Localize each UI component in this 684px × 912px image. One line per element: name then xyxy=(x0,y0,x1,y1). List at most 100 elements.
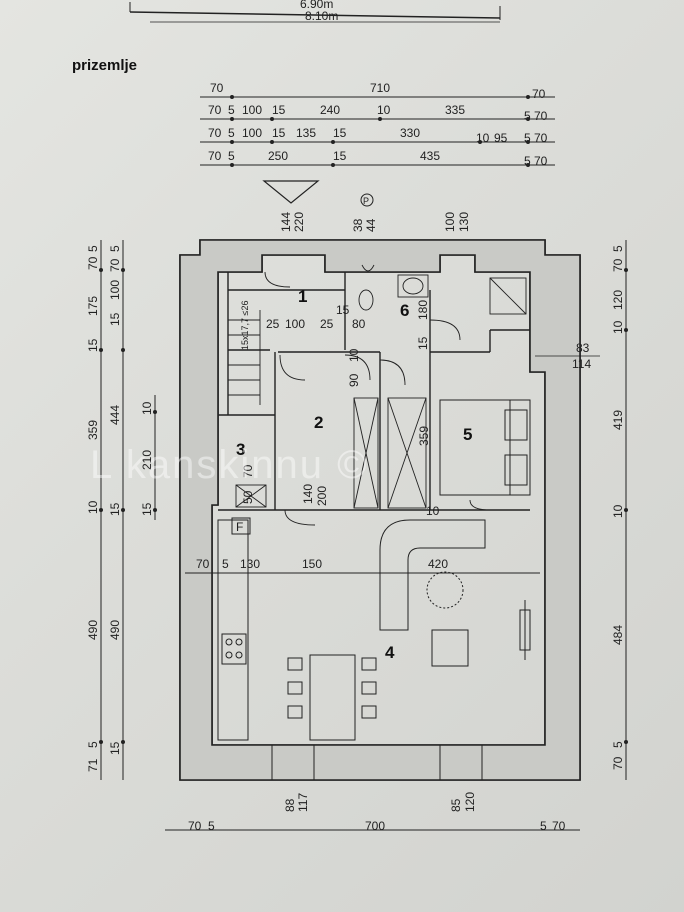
dim-lo-0: 5 xyxy=(86,245,100,252)
dim-hall-10: 10 xyxy=(347,348,361,362)
dim-win3-a: 100 xyxy=(443,212,457,232)
wall-fill xyxy=(180,240,580,780)
room-6-label: 6 xyxy=(400,301,409,320)
title-block-fragment: 6.90m 8.10m xyxy=(129,0,501,23)
room-3-label: 3 xyxy=(236,440,245,459)
dim-top-r3-10: 70 xyxy=(534,131,548,145)
dim-le-1: 210 xyxy=(140,450,154,470)
entrance-arrow-icon xyxy=(262,180,320,204)
dim-top-r3-0: 70 xyxy=(208,126,222,140)
dim-lo-1: 70 xyxy=(86,256,100,270)
dim-top-r1-1: 710 xyxy=(370,81,390,95)
dim-row-a-3: 15 xyxy=(336,303,350,317)
dim-690: 6.90m xyxy=(300,0,333,11)
dim-win3-b: 130 xyxy=(457,212,471,232)
watermark: L kanskinnu © xyxy=(90,443,369,487)
dim-row-a-2: 25 xyxy=(320,317,334,331)
bathroom-fixtures xyxy=(358,264,527,315)
dim-liv-150: 150 xyxy=(302,557,322,571)
dim-bot-0: 70 xyxy=(188,819,202,833)
dim-top-r2-2: 100 xyxy=(242,103,262,117)
fridge-label: F xyxy=(236,520,243,534)
dim-bed-359: 359 xyxy=(417,426,431,446)
dim-top-r3-8: 95 xyxy=(494,131,508,145)
dim-li-6: 490 xyxy=(108,620,122,640)
dim-top-r4-5: 5 xyxy=(524,154,531,168)
dim-win2-a: 38 xyxy=(351,218,365,232)
dim-li-1: 70 xyxy=(108,258,122,272)
dim-bw2-120: 120 xyxy=(463,792,477,812)
dim-win1-a: 144 xyxy=(279,212,293,232)
dim-liv-420: 420 xyxy=(428,557,448,571)
dim-bw1-117: 117 xyxy=(296,793,310,812)
dim-lo-4: 359 xyxy=(86,420,100,440)
dim-top-r1-0: 70 xyxy=(210,81,224,95)
dim-le-2: 15 xyxy=(140,502,154,516)
dim-top-r4-3: 15 xyxy=(333,149,347,163)
dim-top-r4-6: 70 xyxy=(534,154,548,168)
storage-crosses xyxy=(235,397,427,509)
dim-row-a-1: 100 xyxy=(285,317,305,331)
dim-dots xyxy=(99,268,628,744)
dim-bw2-85: 85 xyxy=(449,798,463,812)
dim-row-a-0: 25 xyxy=(266,317,280,331)
dim-top-r2-4: 240 xyxy=(320,103,340,117)
dim-lo-8: 71 xyxy=(86,758,100,772)
stairs xyxy=(228,310,261,405)
dim-top-r3-7: 10 xyxy=(476,131,490,145)
kitchen xyxy=(217,517,251,741)
outer-wall-lines xyxy=(179,239,581,781)
bottom-windows xyxy=(271,744,483,781)
room-2-label: 2 xyxy=(314,413,323,432)
dim-top-r3-4: 135 xyxy=(296,126,316,140)
dim-li-7: 15 xyxy=(108,741,122,755)
dim-store-70: 70 xyxy=(241,464,255,478)
dim-r-4: 419 xyxy=(611,410,625,430)
dim-li-2: 100 xyxy=(108,280,122,300)
vent-label: P xyxy=(363,196,369,206)
interior-walls xyxy=(218,272,530,511)
dim-top-r3-5: 15 xyxy=(333,126,347,140)
dim-top-r3-9: 5 xyxy=(524,131,531,145)
dim-top-r3-2: 100 xyxy=(242,126,262,140)
dim-side-114: 114 xyxy=(572,357,591,371)
dim-bw1-88: 88 xyxy=(283,798,297,812)
dim-top-r2-8: 70 xyxy=(534,109,548,123)
dim-bed-10: 10 xyxy=(426,504,440,518)
dim-hall-90: 90 xyxy=(347,373,361,387)
dim-r-5: 10 xyxy=(611,504,625,518)
dim-door-140: 140 xyxy=(301,484,315,504)
dim-liv-5: 5 xyxy=(222,557,229,571)
sofa xyxy=(379,519,531,667)
top-dimensions xyxy=(200,96,555,166)
dim-top-r3-1: 5 xyxy=(228,126,235,140)
dim-bot-1: 5 xyxy=(208,819,215,833)
dim-top-r1-2: 70 xyxy=(532,87,546,101)
dim-liv-130: 130 xyxy=(240,557,260,571)
dim-le-0: 10 xyxy=(140,401,154,415)
room-4-label: 4 xyxy=(385,643,395,662)
dim-side-83: 83 xyxy=(576,341,590,355)
dim-r-2: 120 xyxy=(611,290,625,310)
vent-icon xyxy=(360,193,374,207)
dim-li-0: 5 xyxy=(108,245,122,252)
dim-r-8: 70 xyxy=(611,756,625,770)
dim-top-r2-5: 10 xyxy=(377,103,391,117)
dim-top-r4-2: 250 xyxy=(268,149,288,163)
dim-lo-5: 10 xyxy=(86,500,100,514)
dim-top-r2-7: 5 xyxy=(524,109,531,123)
dim-lo-6: 490 xyxy=(86,620,100,640)
dim-r-3: 10 xyxy=(611,320,625,334)
dim-li-3: 15 xyxy=(108,312,122,326)
dim-bath-15: 15 xyxy=(416,336,430,350)
dim-r-7: 5 xyxy=(611,741,625,748)
dim-lo-2: 175 xyxy=(86,296,100,316)
dim-810: 8.10m xyxy=(305,9,338,23)
dim-store-50: 50 xyxy=(241,490,255,504)
dim-row-a-4: 80 xyxy=(352,317,366,331)
dim-win2-b: 44 xyxy=(364,218,378,232)
dim-top-r3-6: 330 xyxy=(400,126,420,140)
dim-bot-4: 70 xyxy=(552,819,566,833)
bed xyxy=(439,399,531,496)
